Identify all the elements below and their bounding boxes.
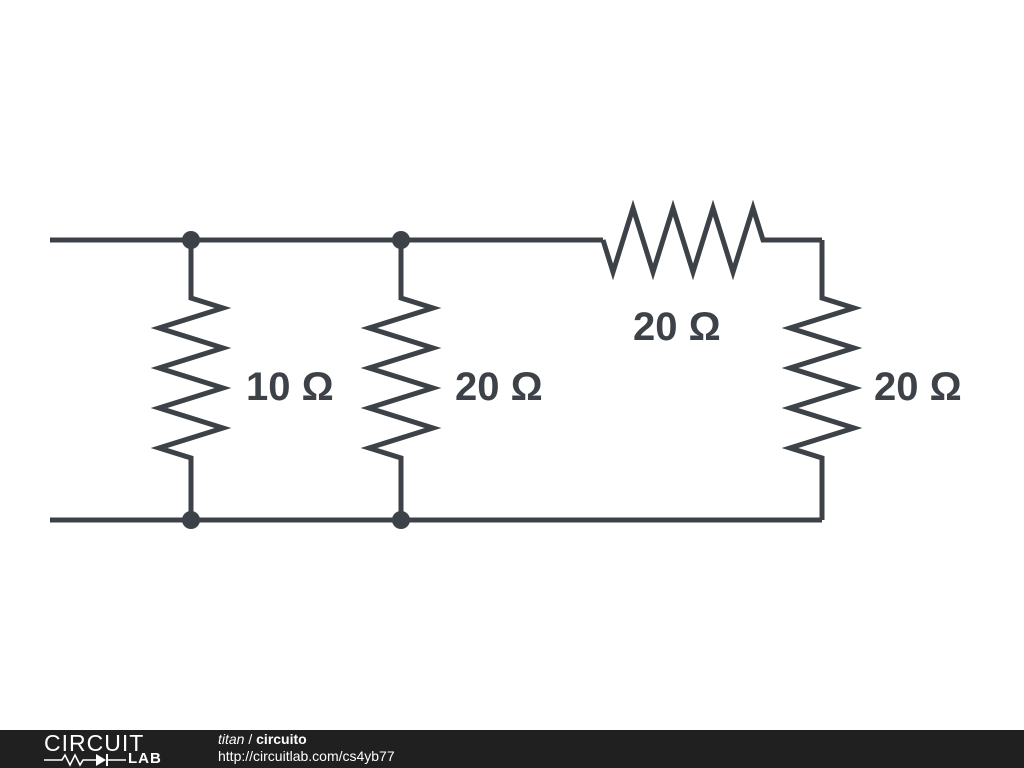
- resistor-r2[interactable]: [360, 240, 442, 520]
- junction-dot: [182, 511, 200, 529]
- author-link[interactable]: titan: [218, 731, 245, 747]
- resistor-r2-label: 20 Ω: [455, 365, 543, 409]
- resistor-r4[interactable]: [781, 240, 863, 520]
- resistor-r3-label: 20 Ω: [633, 305, 721, 349]
- resistor-r1-label: 10 Ω: [246, 365, 334, 409]
- logo-circuit-text: CIRCUIT: [44, 730, 145, 756]
- logo-lab-text: LAB: [128, 750, 162, 767]
- circuit-title-line: titan / circuito: [218, 731, 395, 748]
- circuit-url[interactable]: http://circuitlab.com/cs4yb77: [218, 748, 395, 764]
- resistor-r3[interactable]: [600, 199, 822, 281]
- circuit-meta: titan / circuito http://circuitlab.com/c…: [218, 731, 395, 765]
- junction-dot: [392, 511, 410, 529]
- footer-bar: CIRCUIT LAB titan / circuito http://circ…: [0, 730, 1024, 768]
- circuit-title[interactable]: circuito: [256, 731, 307, 747]
- junction-dot: [182, 231, 200, 249]
- circuit-schematic: 10 Ω 20 Ω 20 Ω 20 Ω: [50, 199, 962, 529]
- circuitlab-logo[interactable]: CIRCUIT LAB: [44, 730, 174, 768]
- resistor-r1[interactable]: [150, 240, 232, 520]
- junction-dot: [392, 231, 410, 249]
- resistor-r4-label: 20 Ω: [874, 365, 962, 409]
- title-separator: /: [244, 731, 257, 747]
- resistor-diode-icon: [44, 753, 126, 767]
